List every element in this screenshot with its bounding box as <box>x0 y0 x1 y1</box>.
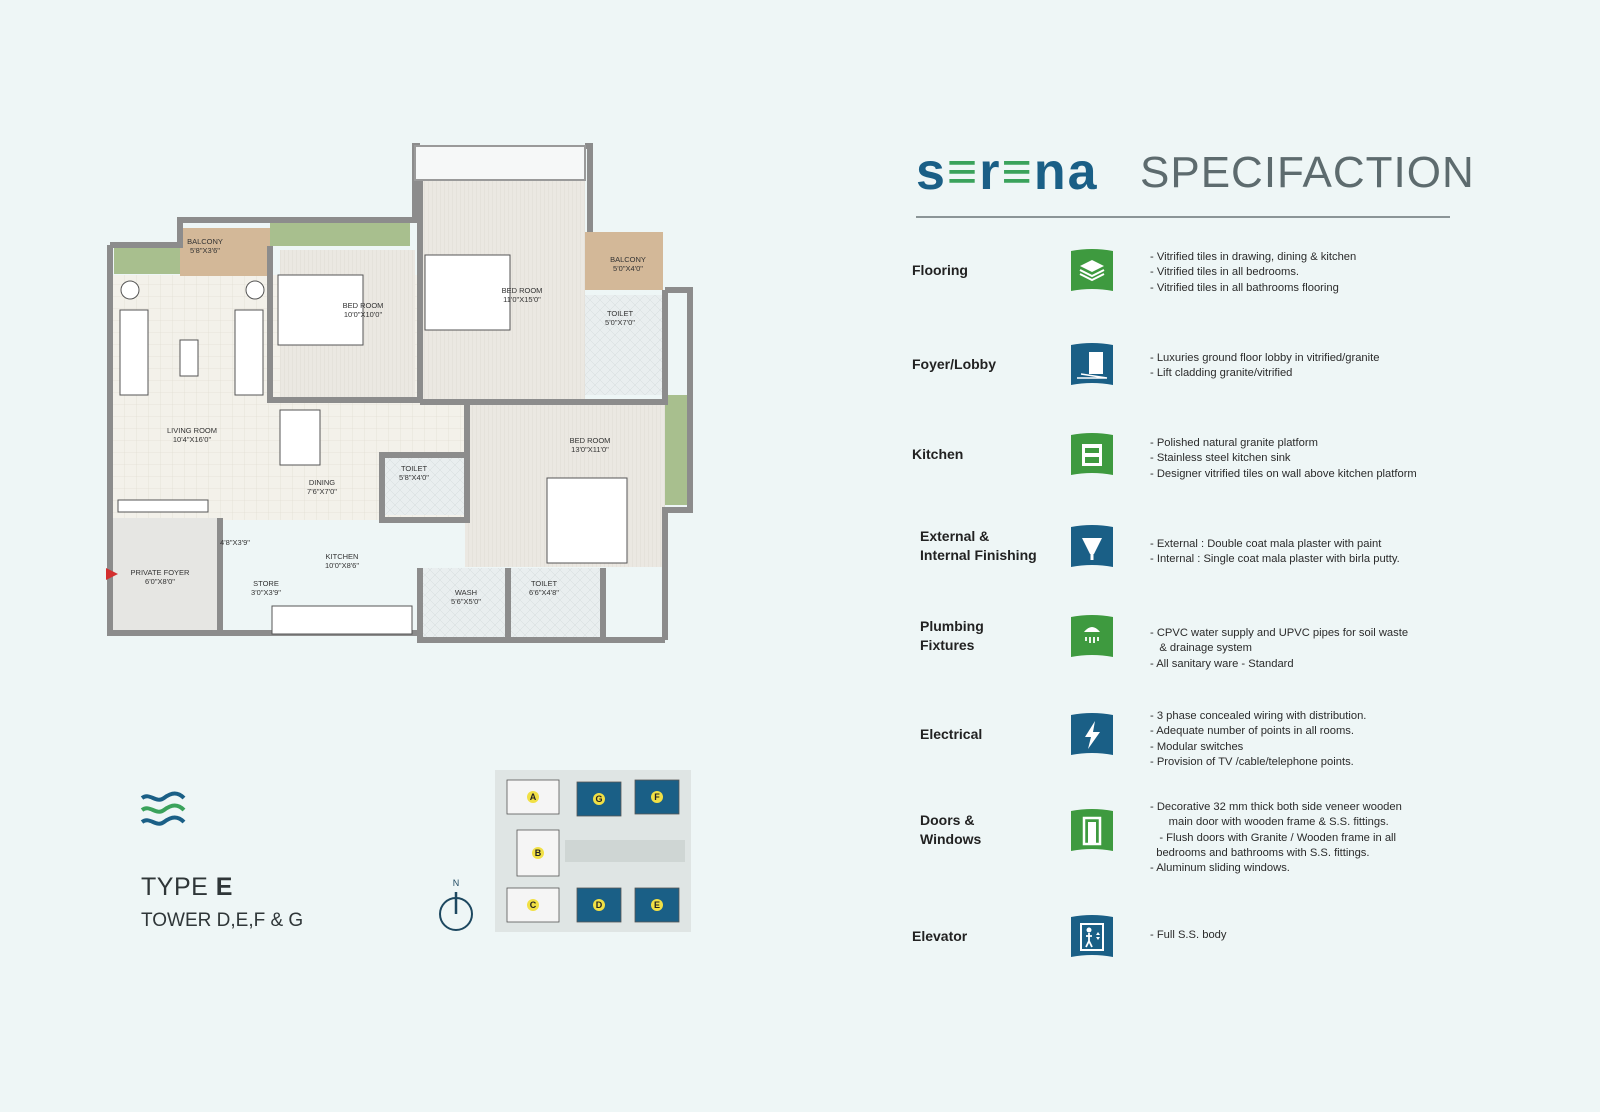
elevator-icon <box>1071 915 1113 957</box>
spec-label-foyer-lobby: Foyer/Lobby <box>912 355 997 372</box>
room-size: 5'0"X4'0" <box>613 264 643 273</box>
room-size: 6'0"X8'0" <box>145 577 175 586</box>
shower-icon <box>1071 615 1113 657</box>
room-label: DINING <box>309 478 335 487</box>
north-compass-icon: N <box>439 878 473 931</box>
tower-b-label: B <box>535 848 542 858</box>
spec-desc-flooring: - Vitrified tiles in drawing, dining & k… <box>1150 251 1357 294</box>
room-size: 13'0"X11'0" <box>571 445 609 454</box>
tower-g-label: G <box>595 794 602 804</box>
room-size: 5'0"X7'0" <box>605 318 635 327</box>
trowel-icon <box>1071 525 1113 567</box>
room-size: 6'6"X4'8" <box>529 588 559 597</box>
spec-desc-foyer-lobby: - Luxuries ground floor lobby in vitrifi… <box>1150 352 1380 380</box>
room-label: BALCONY <box>187 237 223 246</box>
room-size: 3'0"X3'9" <box>251 588 281 597</box>
compass-n: N <box>453 878 460 888</box>
room-label: LIVING ROOM <box>167 426 217 435</box>
spec-label-electrical: Electrical <box>920 725 983 742</box>
spec-label-plumbing: Plumbing Fixtures <box>920 618 984 653</box>
tower-list: TOWER D,E,F & G <box>141 910 304 931</box>
stove-icon <box>1071 433 1113 475</box>
room-label: BED ROOM <box>570 436 611 445</box>
floor-plan: BALCONY 5'8"X3'6" BED ROOM 10'0"X10'0" B… <box>100 140 720 660</box>
room-label: BED ROOM <box>502 286 543 295</box>
type-prefix: TYPE <box>141 873 209 901</box>
room-size: 11'0"X15'0" <box>503 295 541 304</box>
key-plan-drawing: A G F B C D E <box>506 779 685 923</box>
room-label: TOILET <box>607 309 634 318</box>
spec-desc-kitchen: - Polished natural granite platform - St… <box>1150 437 1417 480</box>
tower-e-label: E <box>654 900 660 910</box>
room-labels: BALCONY 5'8"X3'6" BED ROOM 10'0"X10'0" B… <box>131 237 646 606</box>
room-size: 5'6"X5'0" <box>451 597 481 606</box>
room-size: 10'0"X8'6" <box>325 561 359 570</box>
spec-label-external: External & Internal Finishing <box>920 528 1037 563</box>
tower-d-label: D <box>596 900 603 910</box>
key-plan: A G F B C D E <box>495 770 691 932</box>
spec-label-flooring: Flooring <box>912 261 968 278</box>
spec-desc-doors: - Decorative 32 mm thick both side venee… <box>1150 801 1402 875</box>
room-size: 5'8"X4'0" <box>399 473 429 482</box>
layers-icon <box>1071 249 1113 291</box>
room-size: 10'4"X16'0" <box>173 435 212 444</box>
serena-waves-logo <box>140 791 186 826</box>
room-label: STORE <box>253 579 279 588</box>
room-size: 7'6"X7'0" <box>307 487 337 496</box>
spec-desc-plumbing: - CPVC water supply and UPVC pipes for s… <box>1150 627 1409 670</box>
page-title: SPECIFACTION <box>1140 148 1475 197</box>
room-size: 4'8"X3'9" <box>220 538 250 547</box>
spec-desc-elevator: - Full S.S. body <box>1150 929 1227 941</box>
floor-plan-drawing: BALCONY 5'8"X3'6" BED ROOM 10'0"X10'0" B… <box>106 143 693 643</box>
type-letter: E <box>215 873 233 901</box>
door-icon <box>1071 809 1113 851</box>
title-divider <box>916 216 1450 218</box>
tower-f-label: F <box>654 792 660 802</box>
tower-a-label: A <box>530 792 537 802</box>
lightning-icon <box>1071 713 1113 755</box>
room-label: WASH <box>455 588 477 597</box>
unit-type-title: TYPE E <box>141 873 233 902</box>
building-icon <box>1071 343 1113 385</box>
tower-c-label: C <box>530 900 537 910</box>
room-label: PRIVATE FOYER <box>131 568 190 577</box>
spec-desc-electrical: - 3 phase concealed wiring with distribu… <box>1150 710 1367 768</box>
spec-desc-external: - External : Double coat mala plaster wi… <box>1150 538 1400 566</box>
spec-label-elevator: Elevator <box>912 927 968 944</box>
room-label: TOILET <box>531 579 558 588</box>
room-label: TOILET <box>401 464 428 473</box>
spec-label-doors: Doors & Windows <box>920 812 982 847</box>
room-size: 5'8"X3'6" <box>190 246 220 255</box>
room-label: BED ROOM <box>343 301 384 310</box>
room-label: BALCONY <box>610 255 646 264</box>
room-label: KITCHEN <box>326 552 359 561</box>
spec-label-kitchen: Kitchen <box>912 445 964 462</box>
serena-brand-logo: s≡r≡na <box>916 143 1099 201</box>
room-size: 10'0"X10'0" <box>344 310 383 319</box>
